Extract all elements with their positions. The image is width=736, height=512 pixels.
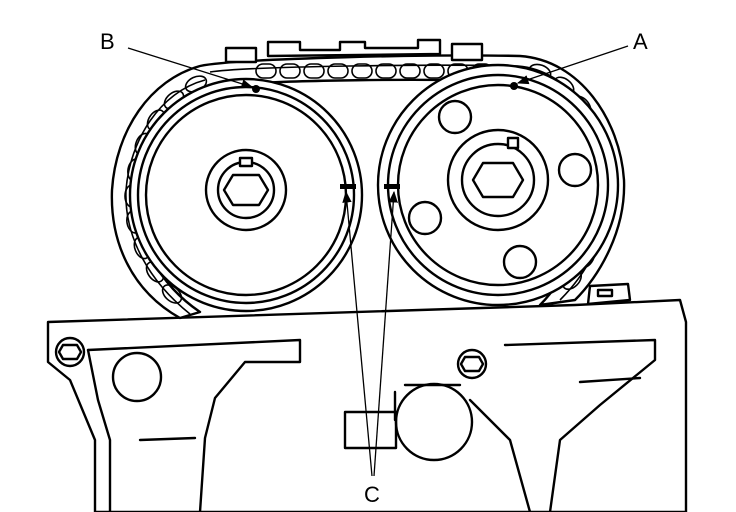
callout-c: C <box>364 482 380 507</box>
leader-c-right <box>373 190 398 477</box>
tensioner-bracket <box>586 282 632 306</box>
bolt-right <box>456 348 488 380</box>
sprocket-hole-3 <box>407 200 443 236</box>
alignment-mark-left <box>340 184 356 189</box>
chain-guide <box>224 38 484 64</box>
sprocket-hole-1 <box>437 99 473 135</box>
intake-camshaft-sprocket <box>376 63 620 307</box>
sprocket-hole-4 <box>502 244 538 280</box>
cylinder-head <box>46 298 688 512</box>
callout-a: A <box>633 29 648 54</box>
leader-b <box>127 47 254 89</box>
leader-a <box>516 45 629 85</box>
bore-hole-left <box>111 351 163 403</box>
bore-hole-center <box>394 382 474 462</box>
alignment-mark-right <box>384 184 400 189</box>
bolt-left <box>54 336 86 368</box>
punch-mark-b <box>252 85 260 93</box>
leader-c-left <box>342 190 373 477</box>
callout-b: B <box>100 29 115 54</box>
exhaust-camshaft-sprocket <box>128 77 364 313</box>
punch-mark-a <box>510 82 518 90</box>
sprocket-hole-2 <box>557 152 593 188</box>
leader-lines <box>127 45 629 477</box>
